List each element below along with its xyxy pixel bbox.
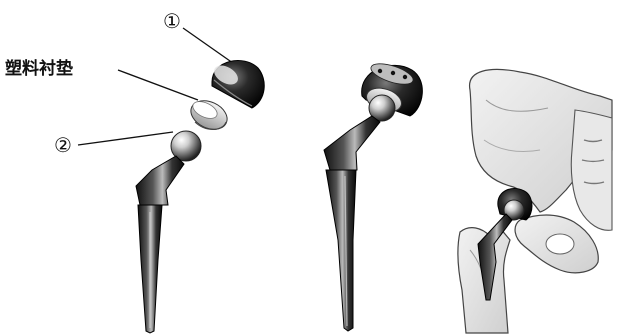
label-part2: ②	[54, 133, 72, 157]
pelvis-sacrum	[571, 110, 612, 230]
assembled-stem	[324, 116, 380, 331]
plastic-liner	[186, 95, 231, 135]
leader-line-part2	[78, 132, 173, 145]
label-part1: ①	[163, 9, 181, 33]
leader-line-liner	[118, 70, 198, 100]
label-liner: 塑料衬垫	[5, 58, 73, 79]
femoral-stem	[136, 156, 184, 333]
exploded-prosthesis: ① 塑料衬垫 ②	[5, 9, 264, 333]
assembled-prosthesis	[324, 60, 422, 331]
acetabular-cup	[211, 60, 265, 108]
implanted-prosthesis-in-pelvis	[458, 69, 612, 333]
